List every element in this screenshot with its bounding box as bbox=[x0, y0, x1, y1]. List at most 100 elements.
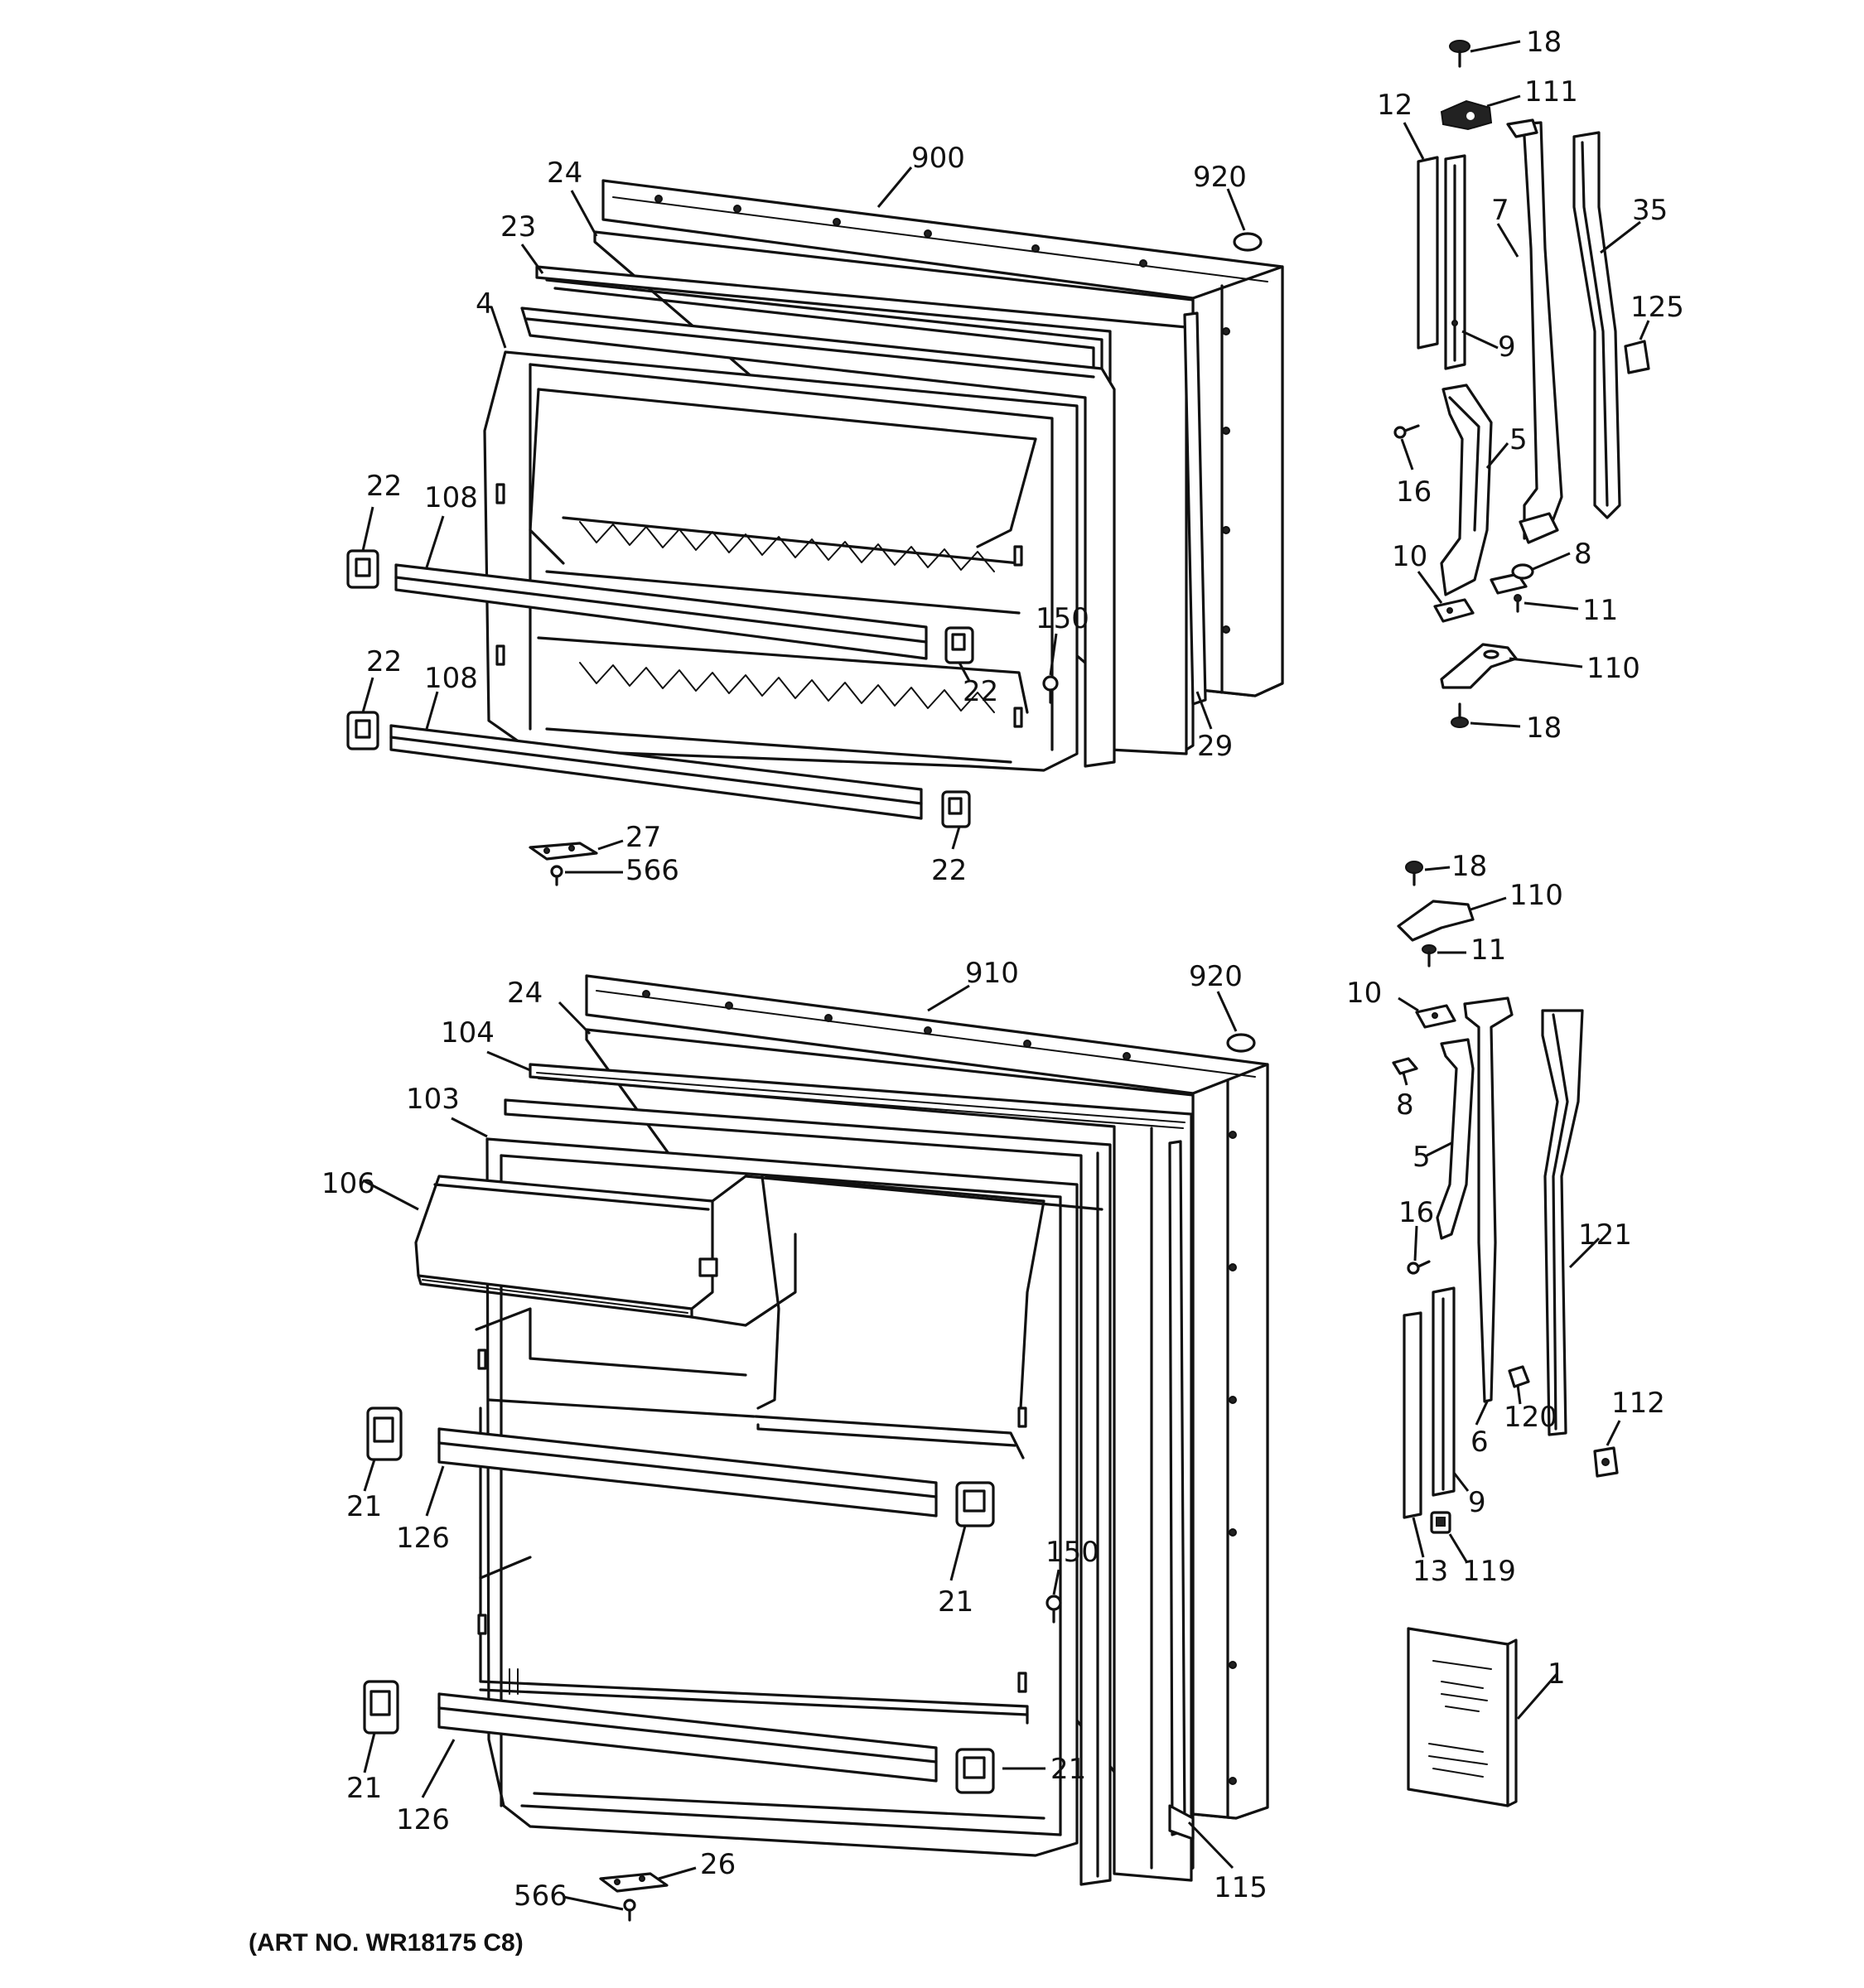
callout-22-lr: 22 bbox=[931, 854, 967, 887]
callout-35: 35 bbox=[1632, 194, 1668, 227]
callout-9-top: 9 bbox=[1498, 331, 1516, 364]
callout-27: 27 bbox=[625, 821, 661, 854]
fresh-food-bracket-ll bbox=[363, 1680, 399, 1735]
callout-22-ll: 22 bbox=[366, 645, 402, 678]
callout-16-top: 16 bbox=[1396, 475, 1432, 509]
freezer-base-right bbox=[1490, 563, 1534, 595]
fresh-food-handle-trim bbox=[1541, 1009, 1584, 1436]
freezer-handle-parts bbox=[1393, 40, 1650, 728]
callout-112: 112 bbox=[1611, 1387, 1665, 1420]
callout-22-ur: 22 bbox=[963, 675, 998, 708]
callout-104: 104 bbox=[441, 1016, 495, 1049]
fresh-food-trim-right bbox=[1432, 1286, 1456, 1497]
fresh-food-plug bbox=[1508, 1365, 1530, 1388]
leader-lines bbox=[361, 40, 1650, 1911]
fresh-food-outer-door bbox=[585, 974, 1269, 1820]
callout-24-top: 24 bbox=[547, 157, 582, 190]
callout-9-ff: 9 bbox=[1468, 1486, 1486, 1519]
callout-8-ff: 8 bbox=[1396, 1088, 1414, 1122]
callout-21-lr: 21 bbox=[1050, 1753, 1086, 1786]
fresh-food-strip bbox=[1168, 1140, 1195, 1841]
callout-108-lower: 108 bbox=[424, 662, 478, 695]
freezer-liner bbox=[483, 350, 1079, 772]
callout-23: 23 bbox=[500, 210, 536, 244]
callout-119: 119 bbox=[1462, 1555, 1516, 1588]
callouts: 900 920 24 23 4 108 108 22 22 22 22 150 … bbox=[249, 26, 1684, 1957]
callout-125: 125 bbox=[1630, 291, 1684, 324]
fresh-food-handle-parts bbox=[1392, 861, 1619, 1807]
callout-920-top: 920 bbox=[1193, 161, 1247, 194]
freezer-screw bbox=[1042, 675, 1059, 704]
callout-1: 1 bbox=[1548, 1657, 1566, 1691]
fresh-food-handle bbox=[1436, 1038, 1475, 1240]
freezer-bracket-ll bbox=[346, 711, 379, 750]
callout-7: 7 bbox=[1491, 194, 1509, 227]
art-number: (ART NO. WR18175 C8) bbox=[249, 1929, 524, 1957]
fresh-food-manual bbox=[1407, 1627, 1518, 1807]
callout-121: 121 bbox=[1578, 1218, 1632, 1252]
callout-18-top: 18 bbox=[1526, 26, 1562, 59]
callout-150-bottom: 150 bbox=[1045, 1536, 1099, 1569]
callout-16-ff: 16 bbox=[1398, 1196, 1434, 1229]
freezer-bracket-lr bbox=[941, 790, 971, 828]
callout-108-upper: 108 bbox=[424, 481, 478, 514]
callout-110-top: 110 bbox=[1586, 652, 1640, 685]
fresh-food-end-cap bbox=[1593, 1446, 1619, 1478]
fresh-food-bracket-lr bbox=[955, 1748, 995, 1794]
callout-21-ur: 21 bbox=[938, 1585, 973, 1619]
freezer-shelf-lower bbox=[389, 724, 923, 820]
callout-126-lower: 126 bbox=[396, 1803, 450, 1836]
freezer-door-assembly bbox=[346, 179, 1284, 886]
fresh-food-plug bbox=[1226, 1033, 1256, 1053]
callout-103: 103 bbox=[406, 1083, 460, 1116]
callout-120: 120 bbox=[1504, 1401, 1557, 1434]
callout-126-upper: 126 bbox=[396, 1522, 450, 1555]
callout-10-ff: 10 bbox=[1346, 977, 1382, 1010]
callout-24-bottom: 24 bbox=[507, 977, 543, 1010]
fresh-food-bracket-ur bbox=[955, 1481, 995, 1527]
fresh-food-gasket-frame bbox=[529, 1063, 1193, 1882]
fresh-food-clip-bottom bbox=[1430, 1511, 1451, 1534]
callout-910: 910 bbox=[965, 957, 1019, 990]
freezer-handle bbox=[1440, 384, 1493, 596]
freezer-bracket-ur bbox=[944, 626, 974, 664]
callout-29: 29 bbox=[1197, 730, 1233, 763]
freezer-bottom-screw bbox=[1451, 702, 1469, 728]
callout-111: 111 bbox=[1524, 75, 1578, 109]
callout-26: 26 bbox=[700, 1848, 736, 1881]
freezer-handle-bar bbox=[1506, 118, 1563, 544]
fresh-food-inner-frame bbox=[504, 1098, 1112, 1886]
fresh-food-top-screw bbox=[1405, 861, 1423, 886]
freezer-trim-right bbox=[1444, 154, 1466, 370]
freezer-hinge-screw bbox=[550, 865, 563, 886]
freezer-bracket-ul bbox=[346, 549, 379, 589]
callout-4: 4 bbox=[476, 287, 494, 321]
fresh-food-handle-screw bbox=[1407, 1260, 1431, 1275]
freezer-end-cap bbox=[1624, 340, 1650, 374]
freezer-outer-door bbox=[601, 179, 1284, 697]
callout-12: 12 bbox=[1377, 89, 1412, 122]
freezer-hinge bbox=[1440, 643, 1518, 689]
fresh-food-cap-left bbox=[1415, 1004, 1456, 1029]
freezer-inner-frame bbox=[520, 306, 1116, 768]
freezer-handle-screw bbox=[1393, 424, 1420, 439]
freezer-base-screw bbox=[1514, 594, 1522, 613]
freezer-strip bbox=[1183, 311, 1207, 706]
fresh-food-hinge-plate bbox=[599, 1872, 669, 1893]
callout-8-top: 8 bbox=[1574, 538, 1592, 571]
freezer-top-cap bbox=[1440, 99, 1493, 131]
callout-18-bottom: 18 bbox=[1526, 712, 1562, 745]
callout-11-ff: 11 bbox=[1470, 934, 1506, 967]
fresh-food-bracket-ul bbox=[366, 1407, 403, 1461]
freezer-top-screw bbox=[1449, 40, 1470, 68]
callout-5-top: 5 bbox=[1509, 423, 1528, 456]
callout-13: 13 bbox=[1412, 1555, 1448, 1588]
callout-21-ul: 21 bbox=[346, 1490, 382, 1523]
fresh-food-dairy-door bbox=[414, 1175, 1103, 1327]
callout-11-top: 11 bbox=[1582, 594, 1618, 627]
callout-920-bottom: 920 bbox=[1189, 960, 1243, 993]
freezer-hinge-plate bbox=[529, 842, 598, 861]
fresh-food-hinge-screw bbox=[623, 1899, 636, 1922]
freezer-trim-left bbox=[1417, 156, 1439, 350]
